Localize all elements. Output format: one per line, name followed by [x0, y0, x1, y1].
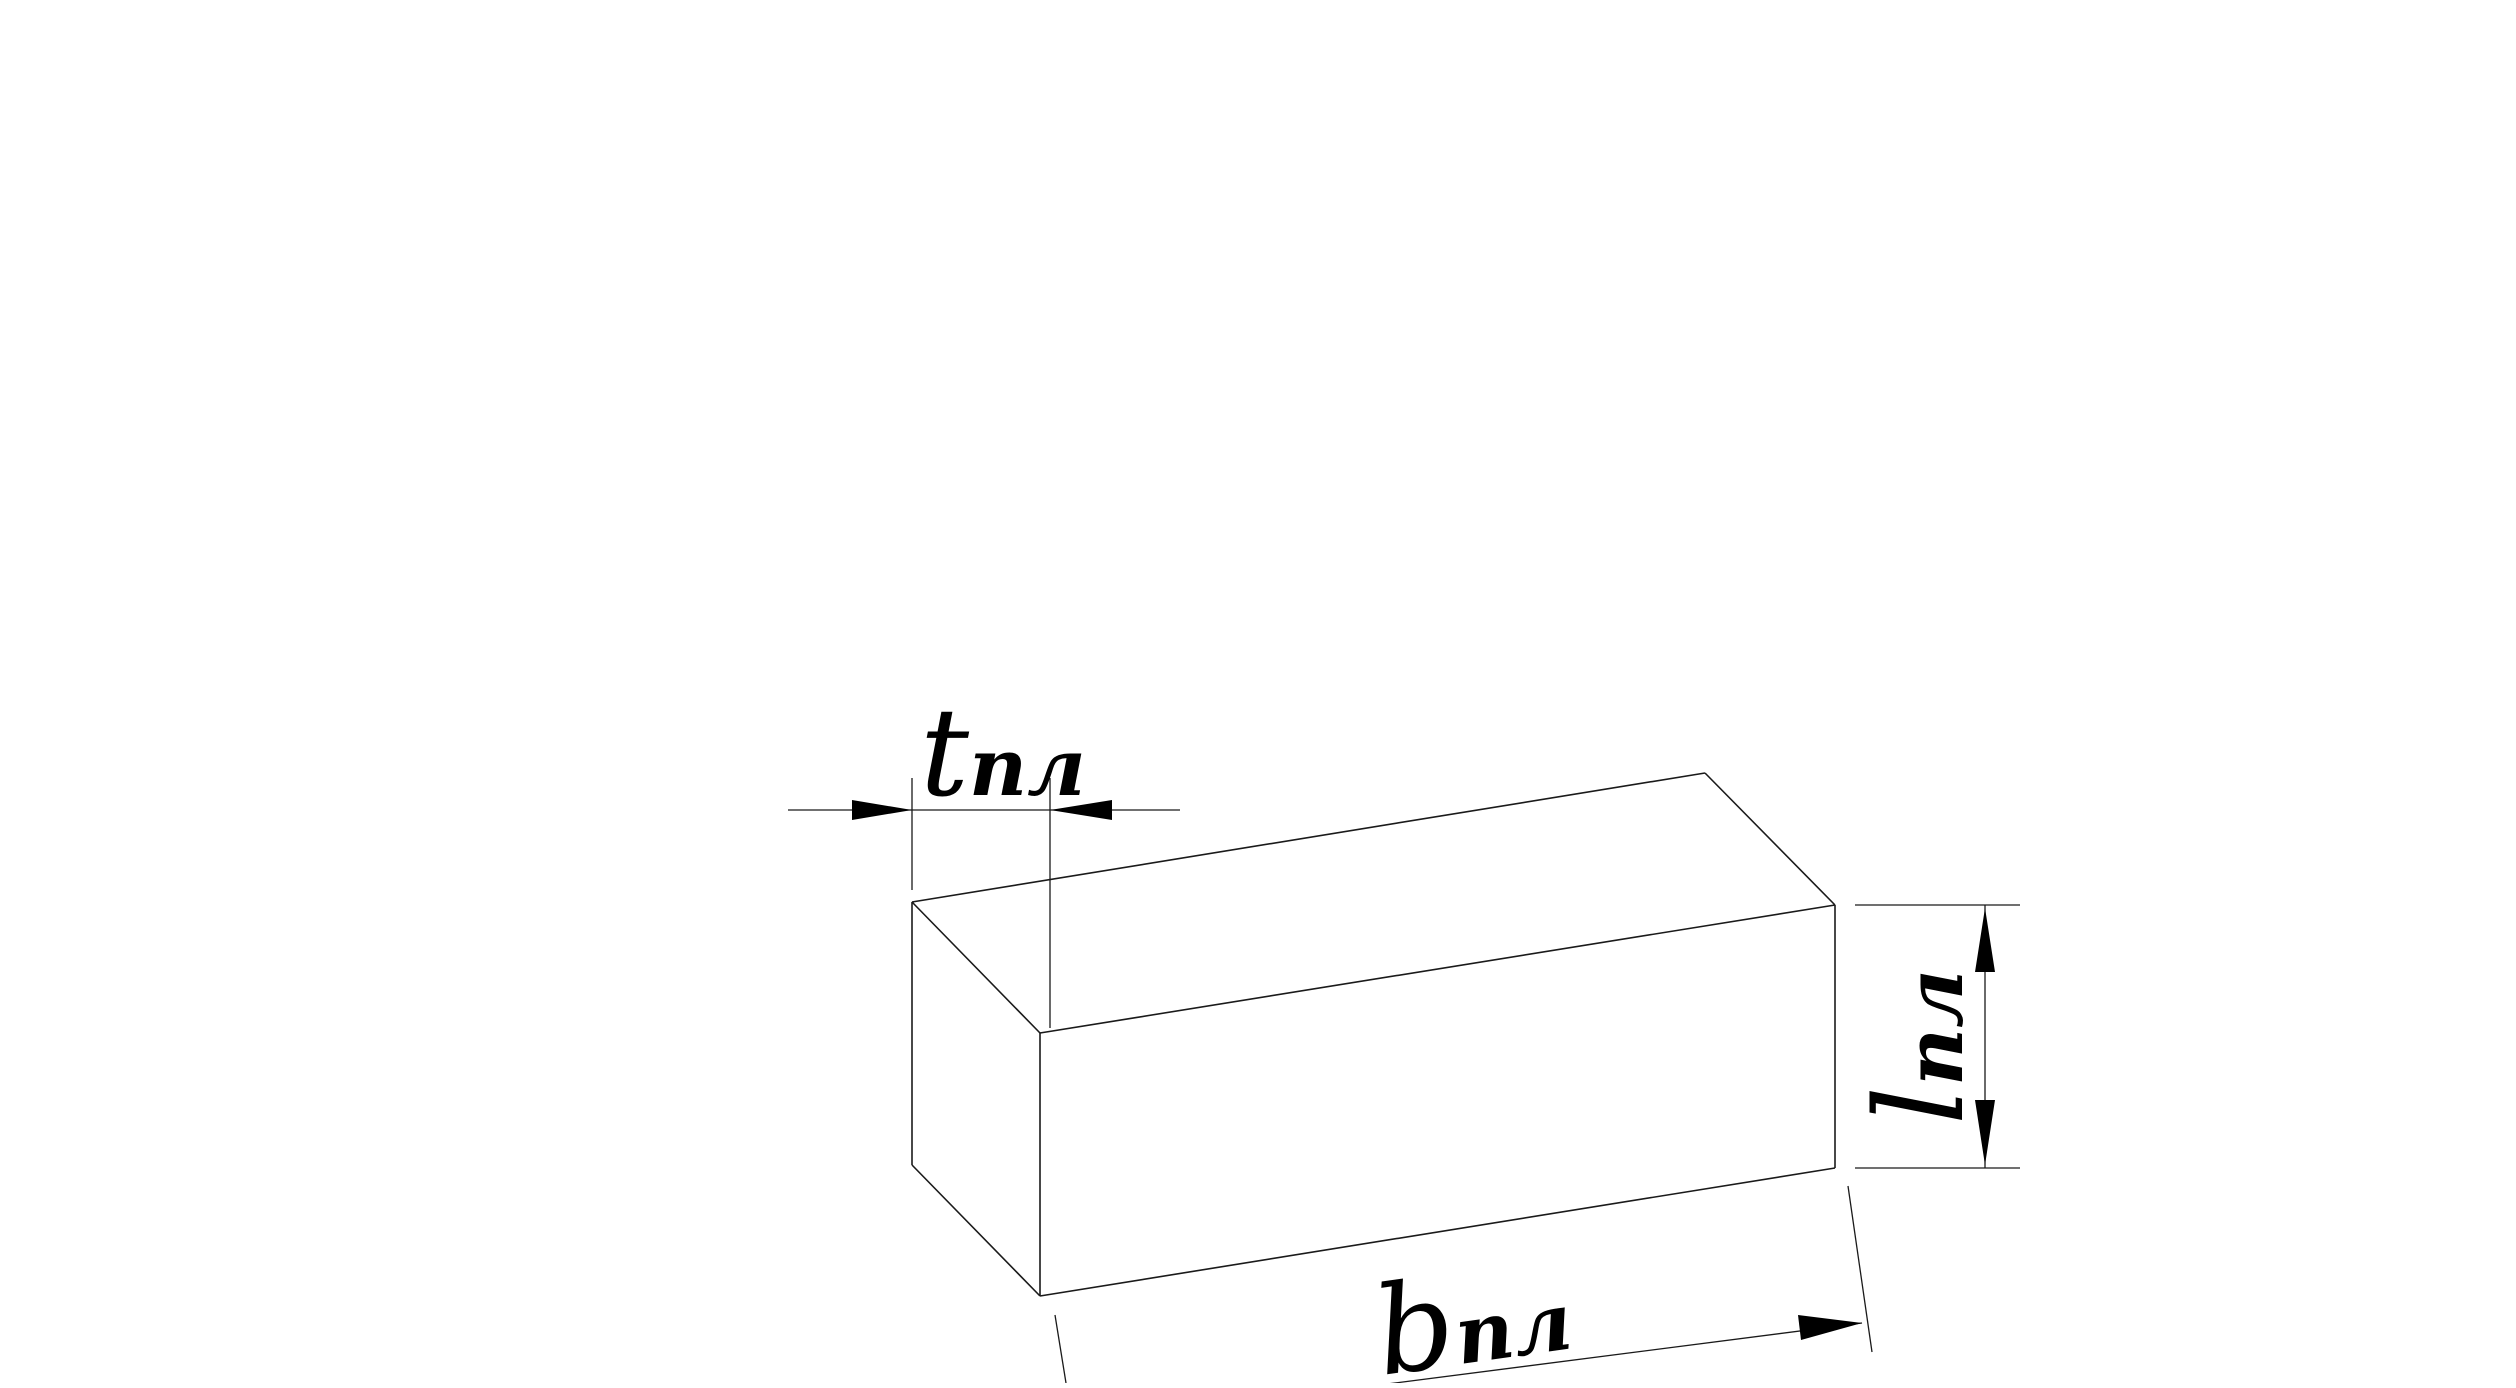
width-label-sub: пл	[1449, 1274, 1578, 1383]
thickness-dimension: tпл	[788, 682, 1180, 1028]
edge-top-front	[1039, 904, 1836, 1034]
edge-bottom-front	[1039, 1167, 1836, 1297]
edge-top-left	[911, 901, 1041, 1034]
thickness-label-sub: пл	[969, 720, 1086, 814]
plate-box	[911, 772, 1836, 1297]
width-dimension-line	[1350, 1322, 1863, 1388]
length-arrow-bottom	[1975, 1100, 1995, 1165]
width-dimension: bпл	[1054, 1185, 1873, 1388]
edge-bottom-left	[911, 1164, 1041, 1297]
length-label: lпл	[1849, 969, 1991, 1125]
width-label-main: b	[1366, 1252, 1463, 1383]
thickness-arrow-left	[852, 800, 912, 820]
length-arrow-top	[1975, 908, 1995, 972]
length-label-sub: пл	[1887, 969, 1981, 1086]
width-extension-right	[1847, 1185, 1873, 1353]
thickness-label: tпл	[920, 682, 1086, 824]
width-extension-left	[1054, 1314, 1067, 1384]
edge-top-right	[1704, 772, 1836, 906]
width-label: bпл	[1366, 1236, 1579, 1383]
thickness-label-main: t	[920, 682, 970, 824]
length-label-main: l	[1849, 1086, 1991, 1125]
length-dimension: lпл	[1849, 904, 2020, 1169]
edge-top-back	[911, 772, 1706, 903]
thickness-arrow-right	[1050, 800, 1112, 820]
width-arrow-right	[1798, 1315, 1862, 1340]
